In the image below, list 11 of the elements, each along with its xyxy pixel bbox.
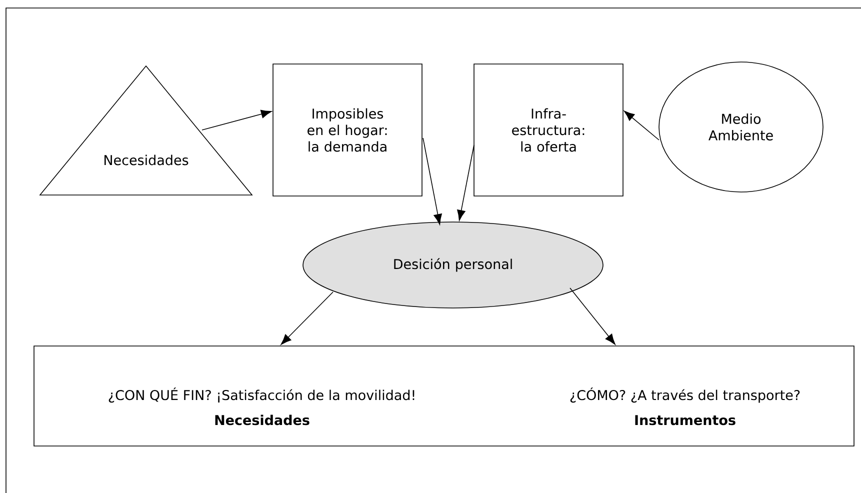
result-box: ¿CON QUÉ FIN? ¡Satisfacción de la movilidad! Necesidades ¿CÓMO? ¿A través del transporte? Instrumentos bbox=[34, 346, 854, 446]
ellipse-node: Medio Ambiente bbox=[658, 62, 824, 192]
arrow bbox=[457, 144, 474, 221]
arrow bbox=[422, 138, 442, 225]
arrow bbox=[202, 110, 272, 130]
ellipse-node: Desición personal bbox=[302, 222, 604, 308]
process-box: Infra- estructura: la oferta bbox=[474, 64, 624, 196]
process-box: Imposibles en el hogar: la demanda bbox=[272, 64, 422, 196]
arrow bbox=[280, 292, 334, 345]
arrow bbox=[570, 288, 616, 345]
arrow bbox=[624, 110, 660, 140]
